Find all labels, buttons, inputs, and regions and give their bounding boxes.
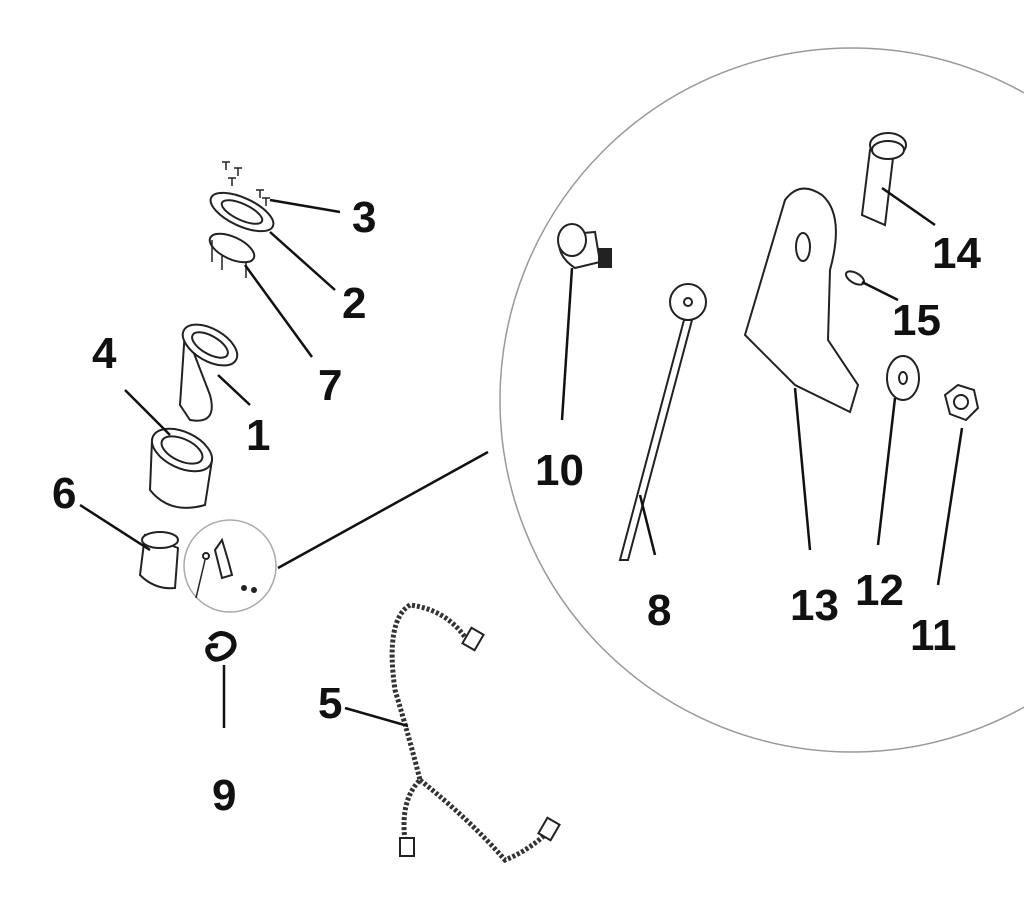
callout-14: 14: [932, 229, 981, 278]
part-clip: [205, 631, 237, 662]
callout-12: 12: [855, 566, 904, 615]
callout-7: 7: [318, 361, 342, 410]
part-washer-12: [886, 355, 920, 401]
zoom-connector-line: [277, 450, 489, 570]
part-bracket-13: [743, 187, 860, 414]
part-housing: [178, 323, 239, 422]
part-washer-wire-8: [618, 283, 707, 561]
callout-2: 2: [342, 279, 366, 328]
part-washer-15: [844, 270, 866, 286]
callout-4: 4: [92, 329, 117, 378]
callout-6: 6: [52, 469, 76, 518]
part-cup: [148, 427, 214, 509]
callout-8: 8: [647, 586, 671, 635]
part-wire-harness: [389, 602, 561, 863]
part-cap: [138, 531, 180, 590]
part-ring: [209, 191, 275, 233]
callout-1: 1: [246, 411, 270, 460]
callout-9: 9: [212, 771, 236, 820]
part-nut-11: [943, 383, 980, 422]
part-button-10: [557, 223, 612, 270]
detail-source-circle: [183, 519, 277, 613]
callout-15: 15: [892, 296, 941, 345]
callout-10: 10: [535, 446, 584, 495]
leader-lines: [79, 186, 964, 728]
part-screws: [222, 161, 270, 206]
callout-13: 13: [790, 581, 839, 630]
part-bolt-14: [860, 132, 907, 227]
callout-11: 11: [910, 611, 957, 660]
callout-5: 5: [318, 679, 342, 728]
detail-zoom-circle: [499, 47, 1024, 753]
part-bracket-small: [195, 537, 257, 599]
callout-3: 3: [352, 193, 376, 242]
